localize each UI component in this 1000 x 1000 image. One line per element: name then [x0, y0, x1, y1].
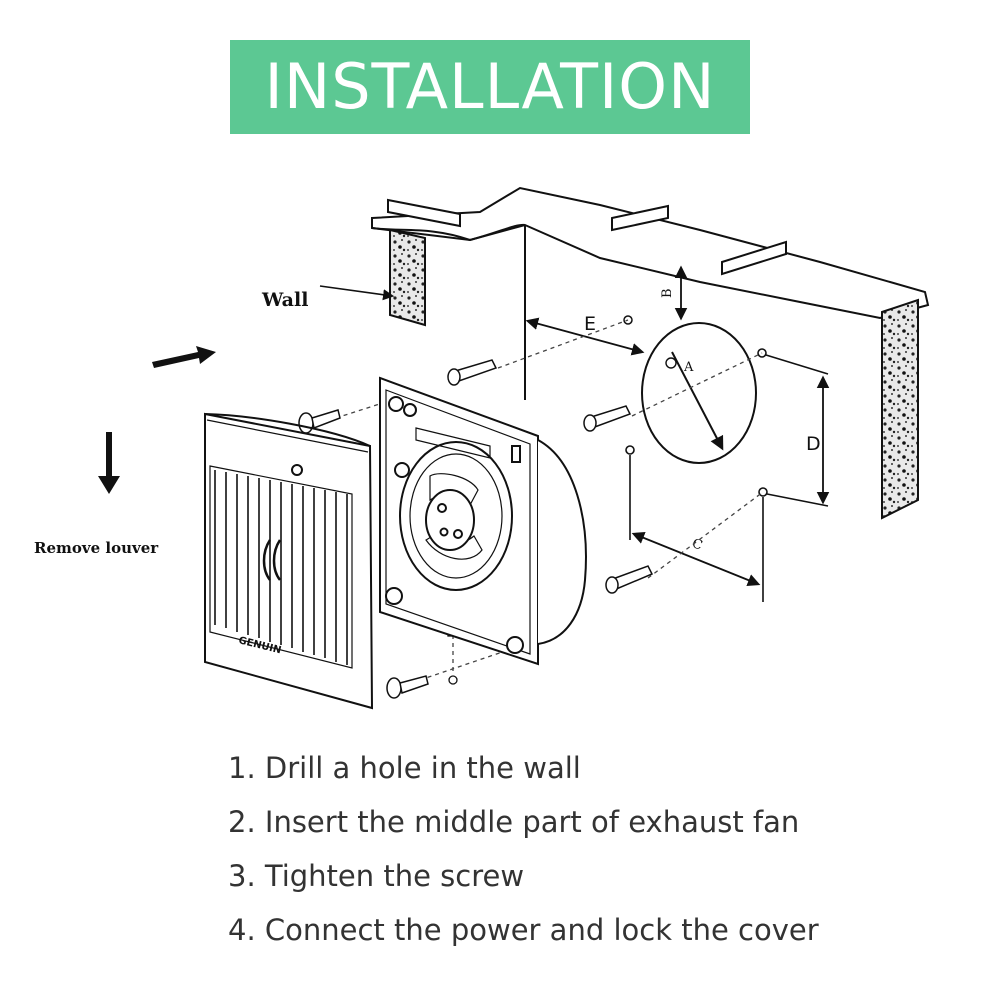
wall-structure: [371, 186, 930, 520]
dimension-c-label: C: [690, 536, 705, 554]
direction-arrow-right: [152, 346, 216, 368]
step-4: 4. Connect the power and lock the cover: [228, 913, 819, 947]
louver-slats: [214, 470, 348, 665]
wall-plug-1: [447, 359, 498, 386]
fan-body: [379, 376, 587, 666]
wall-plug-2: [583, 405, 632, 432]
dimension-e-label: E: [584, 313, 596, 335]
wall-label: Wall: [261, 289, 308, 311]
dimension-c-arrow: [631, 531, 761, 587]
dimension-a-arrow: [671, 351, 724, 451]
dimension-a-label: A: [683, 360, 694, 375]
dimension-b-label: B: [660, 288, 675, 298]
louver-cover: [204, 412, 374, 710]
diameter-symbol: [665, 357, 677, 369]
screw-top: [298, 409, 341, 434]
wall-plug-3: [605, 565, 654, 594]
dimension-e-arrow: [525, 317, 645, 356]
step-2: 2. Insert the middle part of exhaust fan: [228, 805, 800, 839]
wall-leader: [319, 285, 395, 301]
direction-arrow-down: [98, 432, 120, 494]
step-1: 1. Drill a hole in the wall: [228, 751, 581, 785]
page-title: INSTALLATION: [264, 50, 716, 123]
installation-diagram: Wall A B E D C: [34, 186, 930, 710]
dimension-d-label: D: [806, 433, 821, 455]
wall-hole: [641, 322, 757, 464]
title-banner: INSTALLATION: [230, 40, 750, 134]
installation-steps: 1. Drill a hole in the wall 2. Insert th…: [228, 746, 968, 962]
step-3: 3. Tighten the screw: [228, 859, 525, 893]
screw-bottom: [386, 675, 429, 699]
remove-louver-label: Remove louver: [34, 539, 159, 557]
